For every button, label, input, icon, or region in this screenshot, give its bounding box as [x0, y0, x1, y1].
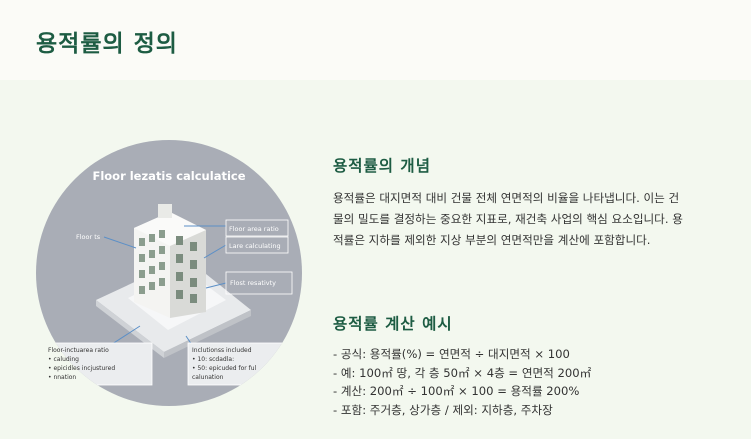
concept-section: 용적률의 개념 용적률은 대지면적 대비 건물 전체 연면적의 비율을 나타냅니…	[333, 154, 733, 251]
label-floor: Floor ts	[76, 233, 101, 241]
example-heading: 용적률 계산 예시	[333, 315, 453, 333]
box-left-line: • caluding	[48, 356, 79, 363]
box-left-line: • nnation	[48, 374, 76, 381]
concept-line: 용적률은 대지면적 대비 건물 전체 연면적의 비율을 나타냅니다. 이는 건	[333, 191, 680, 205]
box-left-line: • epicidles incjustured	[48, 365, 115, 372]
box-right-line: calunation	[192, 374, 224, 381]
example-item-formula: - 공식: 용적률(%) = 연면적 ÷ 대지면적 × 100	[333, 347, 570, 361]
example-item-calculation: - 계산: 200㎡ ÷ 100㎡ × 100 = 용적률 200%	[333, 384, 580, 398]
label-flost: Flost resativty	[230, 279, 276, 287]
box-right-line: • 10: scdadla:	[192, 356, 234, 363]
label-calculating: Lare calculating	[229, 242, 281, 250]
illustration-graphic: Floor lezatis calculatice Floor ts Floor…	[36, 140, 302, 406]
box-left-line: Floor-inctuarea ratio	[48, 347, 109, 354]
concept-line: 적률은 지하를 제외한 지상 부분의 연면적만을 계산에 포함합니다.	[333, 233, 651, 247]
concept-heading: 용적률의 개념	[333, 157, 431, 175]
example-list: - 공식: 용적률(%) = 연면적 ÷ 대지면적 × 100 - 예: 100…	[333, 345, 733, 419]
example-item-sample: - 예: 100㎡ 땅, 각 층 50㎡ × 4층 = 연면적 200㎡	[333, 365, 592, 380]
page-title: 용적률의 정의	[36, 31, 178, 57]
illustration-heading: Floor lezatis calculatice	[92, 169, 245, 183]
box-right-line: Inclutionss included	[192, 347, 252, 354]
illustration-floor-area-ratio: Floor lezatis calculatice Floor ts Floor…	[36, 140, 302, 406]
concept-line: 물의 밀도를 결정하는 중요한 지표로, 재건축 사업의 핵심 요소입니다. 용	[333, 212, 683, 226]
example-section: 용적률 계산 예시 - 공식: 용적률(%) = 연면적 ÷ 대지면적 × 10…	[333, 312, 733, 419]
example-item-inclusion: - 포함: 주거층, 상가층 / 제외: 지하층, 주차장	[333, 402, 553, 417]
header-bar: 용적률의 정의	[0, 0, 751, 80]
box-right-line: • 50: epicuded for ful	[192, 365, 257, 372]
concept-paragraph: 용적률은 대지면적 대비 건물 전체 연면적의 비율을 나타냅니다. 이는 건 …	[333, 188, 733, 251]
label-floor-area-ratio: Floor area ratio	[229, 225, 279, 233]
